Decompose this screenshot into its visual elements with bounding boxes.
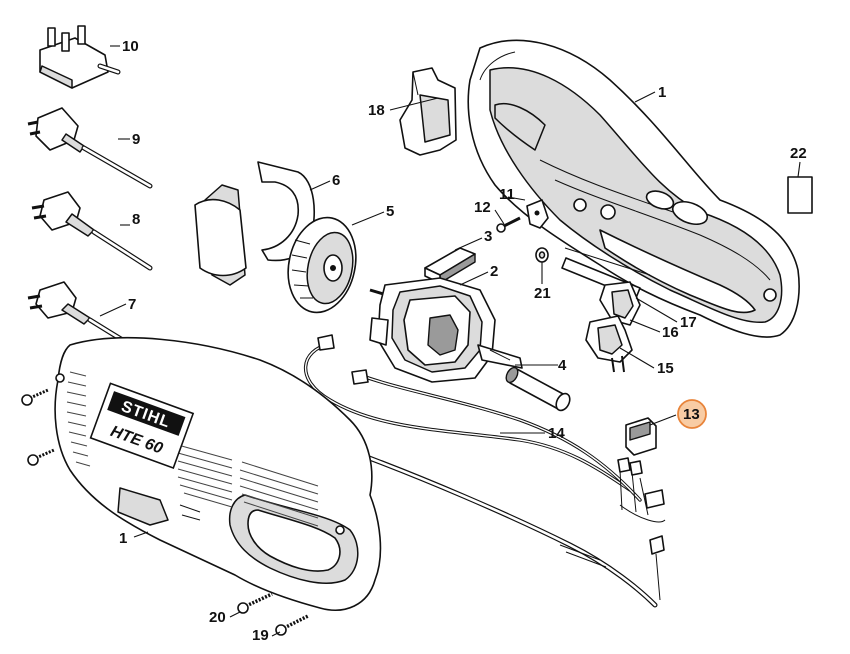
callout-17: 17 <box>680 314 697 331</box>
callout-15: 15 <box>657 360 674 377</box>
part-5-fan-wheel <box>287 216 357 314</box>
callout-4: 4 <box>558 357 567 374</box>
callout-2: 2 <box>490 263 498 280</box>
callout-1-upper: 1 <box>658 84 666 101</box>
part-2-motor <box>369 277 523 383</box>
part-9-euro-plug-cord <box>27 107 153 189</box>
part-8-euro-cord <box>31 191 153 271</box>
part-14-cable-harness <box>303 334 666 523</box>
part-3-carbon-brush <box>424 247 476 284</box>
part-15-switch <box>585 315 633 373</box>
callout-11: 11 <box>499 186 515 203</box>
housing-half-lower: STIHL HTE 60 <box>54 336 382 611</box>
part-4-sleeve <box>505 366 571 412</box>
callout-12: 12 <box>474 199 491 216</box>
part-18-bracket <box>399 67 457 156</box>
callout-20: 20 <box>209 609 226 626</box>
callout-14: 14 <box>548 425 565 442</box>
part-12-screw <box>496 216 521 233</box>
callout-16: 16 <box>662 324 679 341</box>
screw-lower-left <box>27 448 55 466</box>
callout-3: 3 <box>484 228 492 245</box>
callout-6: 6 <box>332 172 340 189</box>
housing-half-upper <box>467 39 800 338</box>
callout-18: 18 <box>368 102 385 119</box>
leader-lines <box>99 45 801 637</box>
callout-19: 19 <box>252 627 269 644</box>
vent-grille-right <box>239 461 319 527</box>
vent-grille-center <box>177 444 233 508</box>
part-19-screw <box>275 614 309 636</box>
part-16-trigger <box>599 281 641 326</box>
part-11-clip <box>526 199 549 229</box>
callout-8: 8 <box>132 211 140 228</box>
callout-13: 13 <box>683 406 700 423</box>
callout-22: 22 <box>790 145 807 162</box>
callout-21: 21 <box>534 285 551 302</box>
part-21-washer <box>535 247 549 263</box>
callout-5: 5 <box>386 203 394 220</box>
callout-1-lower: 1 <box>119 530 127 547</box>
callout-9: 9 <box>132 131 140 148</box>
callout-10: 10 <box>122 38 139 55</box>
vent-grille-left <box>66 371 91 467</box>
part-13-switch-block <box>625 417 657 456</box>
callout-labels: 1 1 2 3 4 5 6 7 8 9 10 11 12 13 14 15 16… <box>119 38 807 644</box>
part-10-uk-plug <box>39 25 121 89</box>
screw-upper-left <box>21 388 49 406</box>
callout-7: 7 <box>128 296 136 313</box>
callout-13-highlight <box>677 399 707 429</box>
part-20-screw <box>237 592 273 614</box>
label-plate <box>787 176 813 214</box>
